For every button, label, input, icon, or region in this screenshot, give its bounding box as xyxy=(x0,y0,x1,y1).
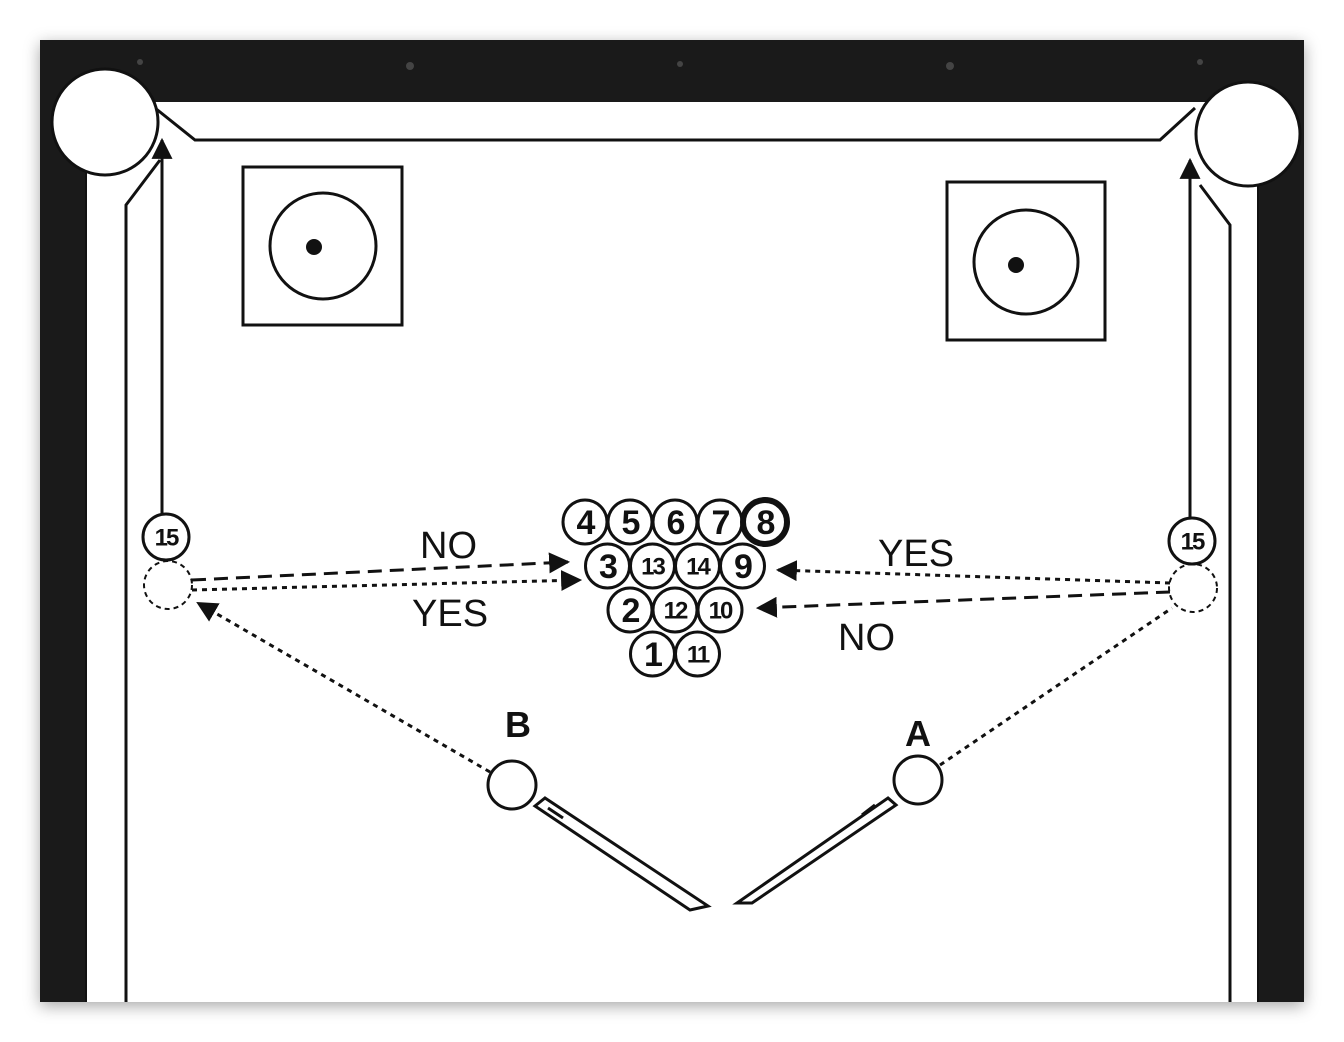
corner-pocket-left xyxy=(50,67,160,177)
rack-ball-14: 14 xyxy=(674,542,721,590)
ghost-ball-left xyxy=(143,560,193,610)
label-yes-right: YES xyxy=(878,533,954,575)
corner-pocket-right xyxy=(1194,80,1302,188)
target-box-left xyxy=(241,165,404,327)
cue-ball-a xyxy=(892,754,944,806)
rack-ball-label: 4 xyxy=(577,504,596,542)
rack-ball-6: 6 xyxy=(651,498,699,546)
label-cue-a: A xyxy=(905,713,931,754)
rack-ball-label: 6 xyxy=(667,504,685,542)
target-box-right xyxy=(945,180,1107,342)
label-no-right: NO xyxy=(838,617,895,659)
rack-ball-label: 12 xyxy=(664,598,688,625)
rack-ball-label: 2 xyxy=(622,592,640,630)
rack-ball-label: 9 xyxy=(734,548,752,586)
svg-text:15: 15 xyxy=(1181,529,1205,556)
rack-ball-label: 14 xyxy=(686,554,711,581)
table-cushions xyxy=(85,102,1259,1002)
rack-ball-9: 9 xyxy=(719,542,766,590)
rack-ball-5: 5 xyxy=(606,498,654,546)
rack-ball-3: 3 xyxy=(584,542,631,590)
label-cue-b: B xyxy=(505,704,531,745)
shot-lines xyxy=(191,552,1173,774)
object-ball-15-right: 15 xyxy=(1167,516,1217,566)
rack-ball-10: 10 xyxy=(696,586,744,634)
cue-stick-a xyxy=(732,796,899,905)
cue-stick-b xyxy=(532,796,712,912)
rack-ball-label: 10 xyxy=(709,598,733,625)
rack-ball-13: 13 xyxy=(629,542,676,590)
label-yes-left: YES xyxy=(412,593,488,635)
path-arrows-to-pockets xyxy=(151,137,1201,520)
rack-ball-1: 1 xyxy=(629,630,676,678)
object-ball-15-left: 15 xyxy=(141,512,191,562)
rack-ball-12: 12 xyxy=(651,586,699,634)
rack-ball-8: 8 xyxy=(740,497,790,547)
svg-text:15: 15 xyxy=(155,525,179,552)
rack-ball-label: 5 xyxy=(622,504,640,542)
rack-ball-label: 8 xyxy=(757,504,775,542)
rack-ball-label: 3 xyxy=(599,548,617,586)
label-no-left: NO xyxy=(420,525,477,567)
cue-ball-b xyxy=(486,759,538,811)
rack-ball-7: 7 xyxy=(696,498,744,546)
rack-ball-label: 1 xyxy=(644,636,662,674)
rack-ball-label: 11 xyxy=(687,642,710,669)
rack-ball-4: 4 xyxy=(561,498,609,546)
rack-ball-11: 11 xyxy=(674,630,721,678)
rack-ball-label: 7 xyxy=(712,504,730,542)
ghost-ball-right xyxy=(1168,563,1218,613)
rack-ball-label: 13 xyxy=(641,554,665,581)
table-rails xyxy=(40,40,1304,1002)
rack-ball-2: 2 xyxy=(606,586,654,634)
